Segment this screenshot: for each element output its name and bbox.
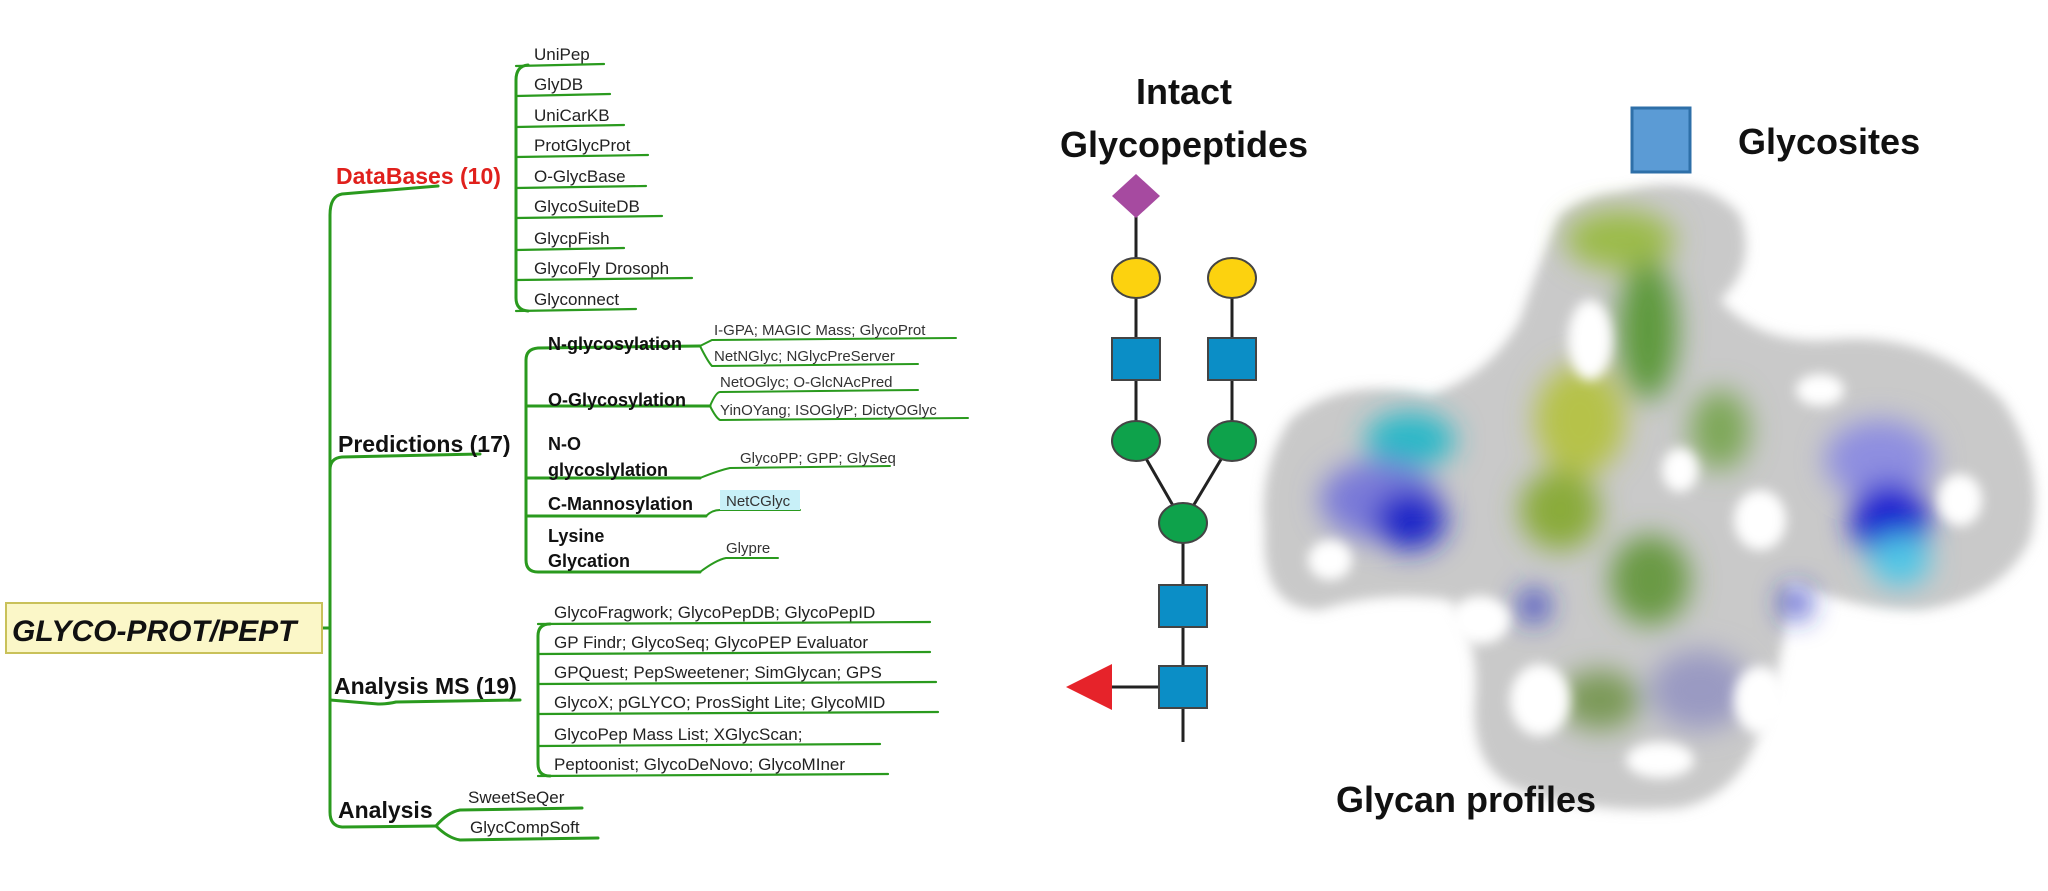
pred-group-label-line: N-O bbox=[548, 434, 581, 454]
glycan-profile-map: Glycosites Glycan profiles bbox=[1263, 106, 2036, 820]
ms-branches bbox=[536, 620, 940, 778]
netcglyc-highlight bbox=[720, 490, 800, 510]
profile-body bbox=[1263, 184, 2036, 810]
pred-leaf: NetOGlyc; O-GlcNAcPred bbox=[720, 374, 893, 391]
ms-fan-trunk-low bbox=[536, 698, 552, 778]
mannose-icon bbox=[1111, 420, 1161, 462]
root-label: GLYCO-PROT/PEPT bbox=[12, 615, 299, 648]
analysis-ms-label: Analysis MS (19) bbox=[334, 673, 517, 699]
pred-leaf: NetNGlyc; NGlycPreServer bbox=[714, 348, 895, 365]
analysis-label: Analysis bbox=[338, 797, 433, 823]
glcnac-icon bbox=[1111, 337, 1161, 381]
prediction-leaves: I-GPA; MAGIC Mass; GlycoProt NetNGlyc; N… bbox=[714, 322, 937, 557]
main-trunk bbox=[328, 184, 440, 630]
pred-group-label: C-Mannosylation bbox=[548, 494, 693, 514]
db-item: ProtGlycProt bbox=[534, 136, 631, 155]
prediction-groups: N-glycosylation O-Glycosylation N-O glyc… bbox=[548, 334, 693, 571]
db-branches bbox=[514, 62, 694, 313]
analysis-ms-list: GlycoFragwork; GlycoPepDB; GlycoPepID GP… bbox=[554, 603, 885, 774]
pred-leaf: NetCGlyc bbox=[726, 493, 791, 510]
glcnac-icon bbox=[1158, 665, 1208, 709]
glycan-title-line2: Glycopeptides bbox=[1060, 124, 1308, 165]
pred-fan-trunk-low bbox=[524, 452, 702, 574]
fucose-icon bbox=[1066, 664, 1112, 710]
db-item: UniPep bbox=[534, 45, 590, 64]
db-item: GlycoSuiteDB bbox=[534, 197, 640, 216]
glcnac-icon bbox=[1207, 337, 1257, 381]
pred-group-label: O-Glycosylation bbox=[548, 390, 686, 410]
predictions-label: Predictions (17) bbox=[338, 431, 511, 457]
db-item: Glyconnect bbox=[534, 290, 619, 309]
ms-item: GlycoPep Mass List; XGlycScan; bbox=[554, 725, 802, 744]
db-item: UniCarKB bbox=[534, 106, 610, 125]
pred-fan-trunk bbox=[524, 344, 702, 456]
pred-leaf-branches bbox=[699, 337, 969, 573]
trunk-to-predictions bbox=[328, 452, 482, 472]
pred-leaf: I-GPA; MAGIC Mass; GlycoProt bbox=[714, 322, 926, 339]
pred-group-label: N-glycosylation bbox=[548, 334, 682, 354]
sialic-acid-icon bbox=[1112, 174, 1160, 218]
analysis-item: SweetSeQer bbox=[468, 788, 565, 807]
galactose-icon bbox=[1111, 257, 1161, 299]
profile-colors bbox=[1320, 210, 1935, 730]
ms-fan-trunk bbox=[536, 622, 552, 702]
pred-group-label-line: Glycation bbox=[548, 551, 630, 571]
root-node: GLYCO-PROT/PEPT bbox=[5, 602, 323, 654]
glycosites-label: Glycosites bbox=[1738, 121, 1920, 162]
glcnac-icon bbox=[1158, 584, 1208, 628]
pred-leaf: YinOYang; ISOGlyP; DictyOGlyc bbox=[720, 402, 937, 419]
pred-group-label-line: glycoslylation bbox=[548, 460, 668, 480]
analysis-item: GlycCompSoft bbox=[470, 818, 580, 837]
mannose-icon bbox=[1158, 502, 1208, 544]
db-item: GlyDB bbox=[534, 75, 583, 94]
databases-label: DataBases (10) bbox=[336, 163, 501, 189]
pred-leaf: Glypre bbox=[726, 540, 770, 557]
glycan-title-line1: Intact bbox=[1136, 71, 1232, 112]
an-fan bbox=[434, 806, 584, 828]
trunk-to-analysis bbox=[328, 698, 438, 829]
pred-leaf: GlycoPP; GPP; GlySeq bbox=[740, 450, 896, 467]
db-item: O-GlycBase bbox=[534, 167, 626, 186]
pred-group-label-line: Lysine bbox=[548, 526, 604, 546]
analysis-list: SweetSeQer GlycCompSoft bbox=[468, 788, 580, 837]
db-fan-trunk-low bbox=[514, 174, 530, 313]
database-list: UniPep GlyDB UniCarKB ProtGlycProt O-Gly… bbox=[534, 45, 669, 309]
mindmap bbox=[320, 62, 969, 842]
glycan-profiles-label: Glycan profiles bbox=[1336, 779, 1596, 820]
glycan-panel: Intact Glycopeptides bbox=[1060, 71, 1308, 742]
galactose-icon bbox=[1207, 257, 1257, 299]
trunk-to-analysis-ms bbox=[328, 626, 522, 706]
mannose-icon bbox=[1207, 420, 1257, 462]
glycosite-icon bbox=[1630, 106, 1692, 174]
ms-item: GP Findr; GlycoSeq; GlycoPEP Evaluator bbox=[554, 633, 868, 652]
an-fan-low bbox=[434, 824, 600, 842]
ms-item: GlycoX; pGLYCO; ProsSight Lite; GlycoMID bbox=[554, 693, 885, 712]
db-item: GlycpFish bbox=[534, 229, 610, 248]
ms-item: GlycoFragwork; GlycoPepDB; GlycoPepID bbox=[554, 603, 875, 622]
profile-gaps bbox=[1308, 300, 1982, 778]
ms-item: GPQuest; PepSweetener; SimGlycan; GPS bbox=[554, 663, 882, 682]
ms-item: Peptoonist; GlycoDeNovo; GlycoMIner bbox=[554, 755, 845, 774]
db-fan-trunk bbox=[514, 63, 530, 178]
db-item: GlycoFly Drosoph bbox=[534, 259, 669, 278]
